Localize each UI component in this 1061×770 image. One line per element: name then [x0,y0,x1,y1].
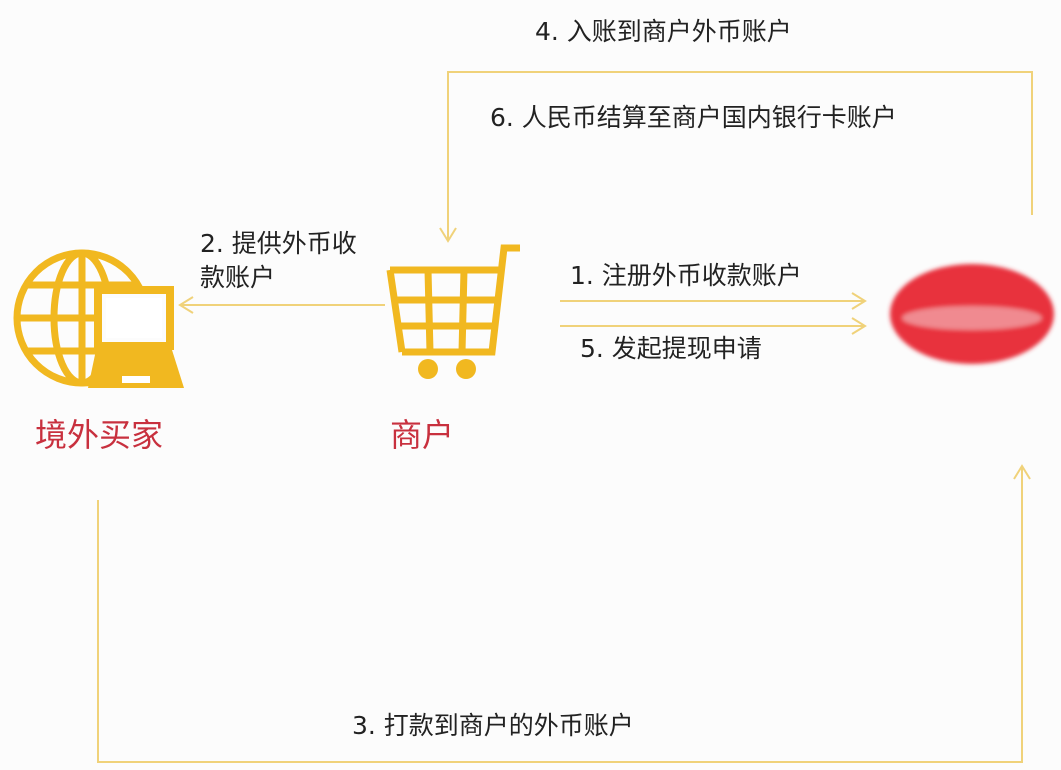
buyer-label: 境外买家 [35,416,164,454]
arrow-step-3 [97,466,1023,763]
step-6-label: 6. 人民币结算至商户国内银行卡账户 [490,103,897,132]
arrowhead [1013,464,1031,480]
step-3-label: 3. 打款到商户的外币账户 [352,711,634,740]
blurred-logo [890,264,1054,364]
arrowhead [851,317,867,335]
arrowhead [851,292,867,310]
arrow-step-4-6 [447,71,1033,240]
arrowhead [439,227,457,243]
step-5-label: 5. 发起提现申请 [580,334,762,363]
step-2-label-line1: 2. 提供外币收 [200,229,357,258]
step-1-label: 1. 注册外币收款账户 [570,261,802,290]
shopping-cart-icon [386,244,520,379]
globe-laptop-icon [13,249,184,388]
step-4-label: 4. 入账到商户外币账户 [535,17,792,46]
arrowhead [178,296,194,314]
step-2-label-line2: 款账户 [200,263,276,292]
merchant-label: 商户 [390,416,455,454]
